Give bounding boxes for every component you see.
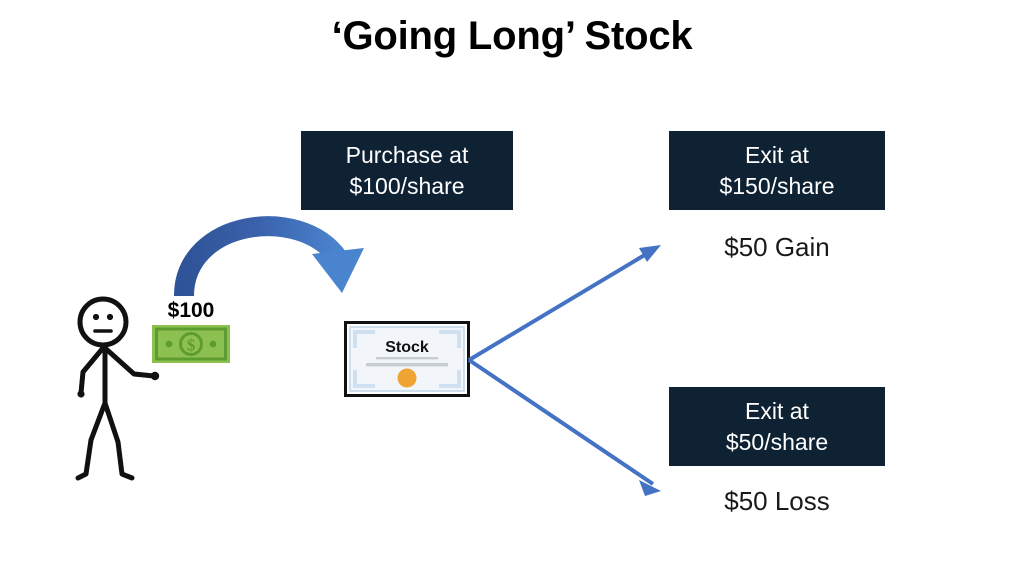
exit-high-line-1: Exit at [745, 142, 809, 169]
stock-certificate-icon: Stock [344, 321, 470, 397]
exit-high-label-box: Exit at $150/share [669, 131, 885, 210]
gain-result-text: $50 Gain [724, 232, 830, 262]
svg-text:$: $ [187, 336, 196, 355]
certificate-label: Stock [385, 339, 429, 356]
arrow-up-right-icon [465, 215, 680, 365]
money-amount-label: $100 [167, 299, 215, 322]
purchase-line-2: $100/share [349, 172, 465, 199]
exit-low-line-1: Exit at [745, 398, 809, 425]
stick-figure-icon [56, 290, 176, 485]
loss-result-text: $50 Loss [724, 486, 830, 516]
exit-low-label-box: Exit at $50/share [669, 387, 885, 466]
page-title: ‘Going Long’ Stock [331, 14, 693, 58]
exit-high-line-2: $150/share [719, 172, 835, 199]
exit-low-line-2: $50/share [725, 428, 829, 455]
curved-arrow-icon [160, 200, 375, 300]
money-bill-icon: $ [152, 325, 230, 363]
purchase-label-box: Purchase at $100/share [301, 131, 513, 210]
arrow-down-right-icon [465, 352, 680, 507]
purchase-line-1: Purchase at [345, 142, 469, 169]
